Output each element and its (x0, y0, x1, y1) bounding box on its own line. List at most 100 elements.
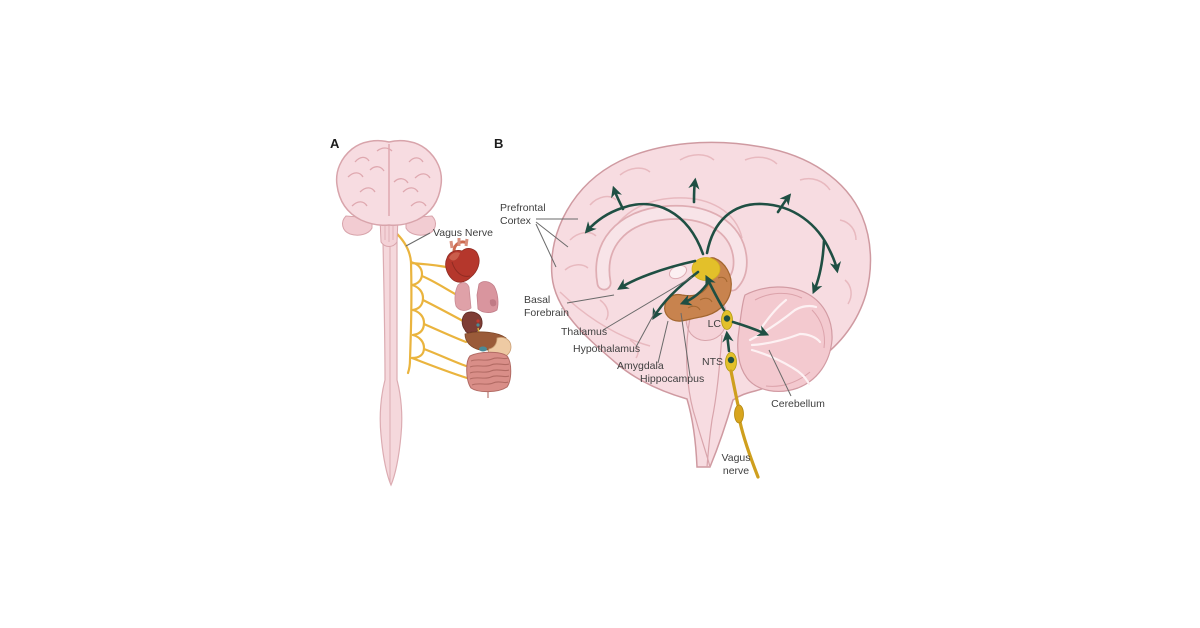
arrow-up-frontal (611, 185, 625, 211)
vagus-loop (410, 333, 426, 360)
gyrus-line (354, 156, 370, 163)
vagus-branch-liver (422, 322, 468, 344)
vagus-trunk (392, 229, 413, 375)
arbor-branch (798, 332, 822, 344)
arrow-up-posterior (776, 193, 792, 214)
gyrus-line (359, 187, 376, 193)
fold-line (754, 292, 803, 301)
arrow-to-basal-forebrain (617, 259, 697, 290)
gyri-lines-a (347, 147, 431, 207)
gyrus-line (744, 156, 778, 165)
gyrus-line (569, 231, 597, 241)
vagus-nerve-panel-a (392, 229, 469, 380)
lc-nucleus (721, 310, 733, 330)
gallbladder (479, 346, 487, 352)
gyrus-line (564, 264, 589, 271)
vagus-loop (411, 308, 426, 337)
gyrus-line (589, 195, 617, 206)
vagus-nerve-b-label-line1: Vagus (722, 452, 751, 464)
fold-line (765, 371, 811, 387)
lung-shadow (489, 299, 497, 307)
arbor-branch (793, 304, 818, 312)
gyrus-line (351, 201, 368, 207)
coil-line (469, 369, 510, 374)
thalamus-label: Thalamus (561, 326, 607, 338)
arrow-lc-to-thalamus (705, 274, 726, 312)
nts-dot (727, 356, 735, 364)
coil-line (471, 381, 509, 386)
pathway-arrows (584, 177, 842, 353)
texture-line (717, 276, 728, 283)
gyrus-line (369, 166, 385, 172)
coil-line (469, 375, 510, 380)
pointer-prefrontal-3 (535, 223, 557, 268)
basal-forebrain-label-line2: Forebrain (524, 307, 569, 319)
vagus-nerve-a-label: Vagus Nerve (405, 227, 493, 247)
intestines-icon (466, 351, 512, 398)
basal-forebrain-label-line1: Basal (524, 294, 550, 306)
coil-line (469, 363, 510, 368)
gyrus-line (679, 154, 715, 161)
vagus-b-lower (738, 420, 760, 479)
vagus-branch-heart (409, 261, 448, 269)
gyrus-line (410, 201, 427, 207)
brain-frontal-illustration (335, 139, 443, 247)
arrow-to-occipital (705, 202, 842, 274)
arbor-branch (748, 308, 797, 342)
vagus-ganglion (734, 404, 744, 424)
cerebellum-illustration (737, 286, 833, 392)
prefrontal-cortex-label-line2: Cortex (500, 215, 532, 227)
nts-nucleus (725, 352, 737, 372)
arrow-down-occipital (811, 239, 826, 295)
gyrus-line (629, 339, 639, 359)
medulla-edge-front (686, 317, 711, 468)
hypothalamus-label: Hypothalamus (573, 343, 640, 355)
arrow-up-parietal (688, 177, 700, 204)
panel-a-letter: A (330, 136, 340, 151)
cerebellum-folds (754, 292, 825, 387)
vagus-branch-intestine-lower (410, 356, 469, 380)
gyrus-line (839, 219, 857, 241)
kidney-icon (461, 311, 483, 347)
vagus-nerve-panel-b (729, 369, 760, 479)
gyrus-line (376, 147, 393, 152)
heart-vessels (449, 238, 469, 249)
pointer-prefrontal-2 (535, 221, 569, 248)
pointer-line (405, 232, 431, 247)
renal-vein-dot (476, 323, 480, 327)
panel-b: B (494, 136, 872, 479)
arrow-to-hypothalamus (652, 270, 700, 320)
heart-body (445, 248, 480, 283)
panel-b-letter: B (494, 136, 503, 151)
labels-b: Prefrontal Cortex Basal Forebrain Thalam… (500, 202, 825, 477)
gyrus-line (844, 279, 852, 305)
hippocampus-texture (687, 276, 728, 311)
gyrus-line (408, 157, 424, 163)
heart-groove (451, 261, 471, 277)
vagus-nerve-b-label-line2: nerve (723, 465, 749, 477)
texture-line (687, 305, 701, 311)
gyrus-line (393, 178, 409, 184)
pointer-basal-forebrain (566, 294, 615, 304)
lc-label: LC (708, 318, 722, 330)
arrow-lc-to-cerebellum (731, 320, 770, 336)
vagus-branch-kidney (421, 298, 465, 323)
temporal-line (559, 291, 651, 347)
gyrus-line (599, 299, 609, 321)
nts-label: NTS (702, 356, 723, 368)
arbor-branch (750, 332, 802, 347)
heart-highlight (449, 252, 460, 261)
vagus-branch-intestine-upper (422, 347, 468, 368)
pointer-lines-b (535, 218, 792, 397)
gyrus-line (347, 172, 364, 178)
arrow-nts-to-lc (722, 330, 734, 353)
lung-left-lobe (454, 282, 472, 311)
hippocampus-label: Hippocampus (640, 373, 704, 385)
gyrus-line (402, 187, 419, 193)
arrow-to-prefrontal (584, 202, 705, 256)
vagus-b-upper (729, 369, 740, 407)
spinal-cord-illustration (379, 241, 403, 487)
lc-dot (723, 315, 731, 322)
lungs-icon (454, 281, 499, 313)
